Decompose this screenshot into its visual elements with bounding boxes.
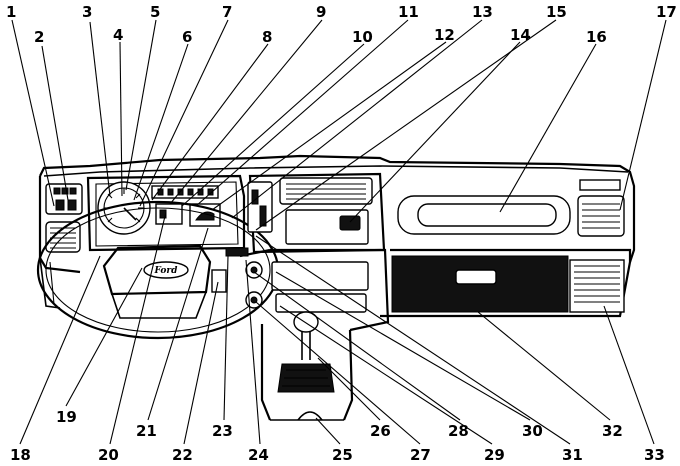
callout-6: 6 xyxy=(182,28,192,46)
callout-13: 13 xyxy=(472,3,493,21)
callout-10: 10 xyxy=(352,28,373,46)
glove-box xyxy=(391,255,569,313)
callout-12: 12 xyxy=(434,26,455,44)
callout-24: 24 xyxy=(248,446,269,464)
passenger-shelf xyxy=(397,195,571,235)
leader-lines xyxy=(11,19,667,445)
callout-29: 29 xyxy=(484,446,505,464)
callout-30: 30 xyxy=(522,422,543,440)
steering-badge: Ford xyxy=(154,266,179,276)
handbrake xyxy=(297,411,323,421)
center-upper-panel xyxy=(247,172,386,254)
callout-25: 25 xyxy=(332,446,353,464)
callout-14: 14 xyxy=(510,26,531,44)
callout-26: 26 xyxy=(370,422,391,440)
callout-21: 21 xyxy=(136,422,157,440)
callout-27: 27 xyxy=(410,446,431,464)
callout-11: 11 xyxy=(398,3,419,21)
steering-wheel: Ford xyxy=(36,200,280,340)
gear-lever xyxy=(277,311,335,393)
callout-19: 19 xyxy=(56,408,77,426)
left-switch-panel xyxy=(45,183,83,215)
callout-7: 7 xyxy=(222,3,232,21)
callout-22: 22 xyxy=(172,446,193,464)
callout-2: 2 xyxy=(34,28,44,46)
callout-23: 23 xyxy=(212,422,233,440)
callout-4: 4 xyxy=(113,26,123,44)
callout-18: 18 xyxy=(10,446,31,464)
callout-17: 17 xyxy=(656,3,677,21)
speaker-grille xyxy=(569,259,625,313)
callout-5: 5 xyxy=(150,3,160,21)
center-console xyxy=(245,261,369,313)
callout-32: 32 xyxy=(602,422,623,440)
callout-8: 8 xyxy=(262,28,272,46)
right-air-vent xyxy=(577,179,625,237)
callout-9: 9 xyxy=(316,3,326,21)
callout-labels: 1 2 3 4 5 6 7 8 9 10 11 12 13 14 15 16 1… xyxy=(6,3,677,464)
steering-column xyxy=(211,247,249,293)
callout-20: 20 xyxy=(98,446,119,464)
callout-16: 16 xyxy=(586,28,607,46)
callout-33: 33 xyxy=(644,446,665,464)
callout-28: 28 xyxy=(448,422,469,440)
callout-3: 3 xyxy=(82,3,92,21)
callout-31: 31 xyxy=(562,446,583,464)
callout-1: 1 xyxy=(6,3,16,21)
callout-15: 15 xyxy=(546,3,567,21)
